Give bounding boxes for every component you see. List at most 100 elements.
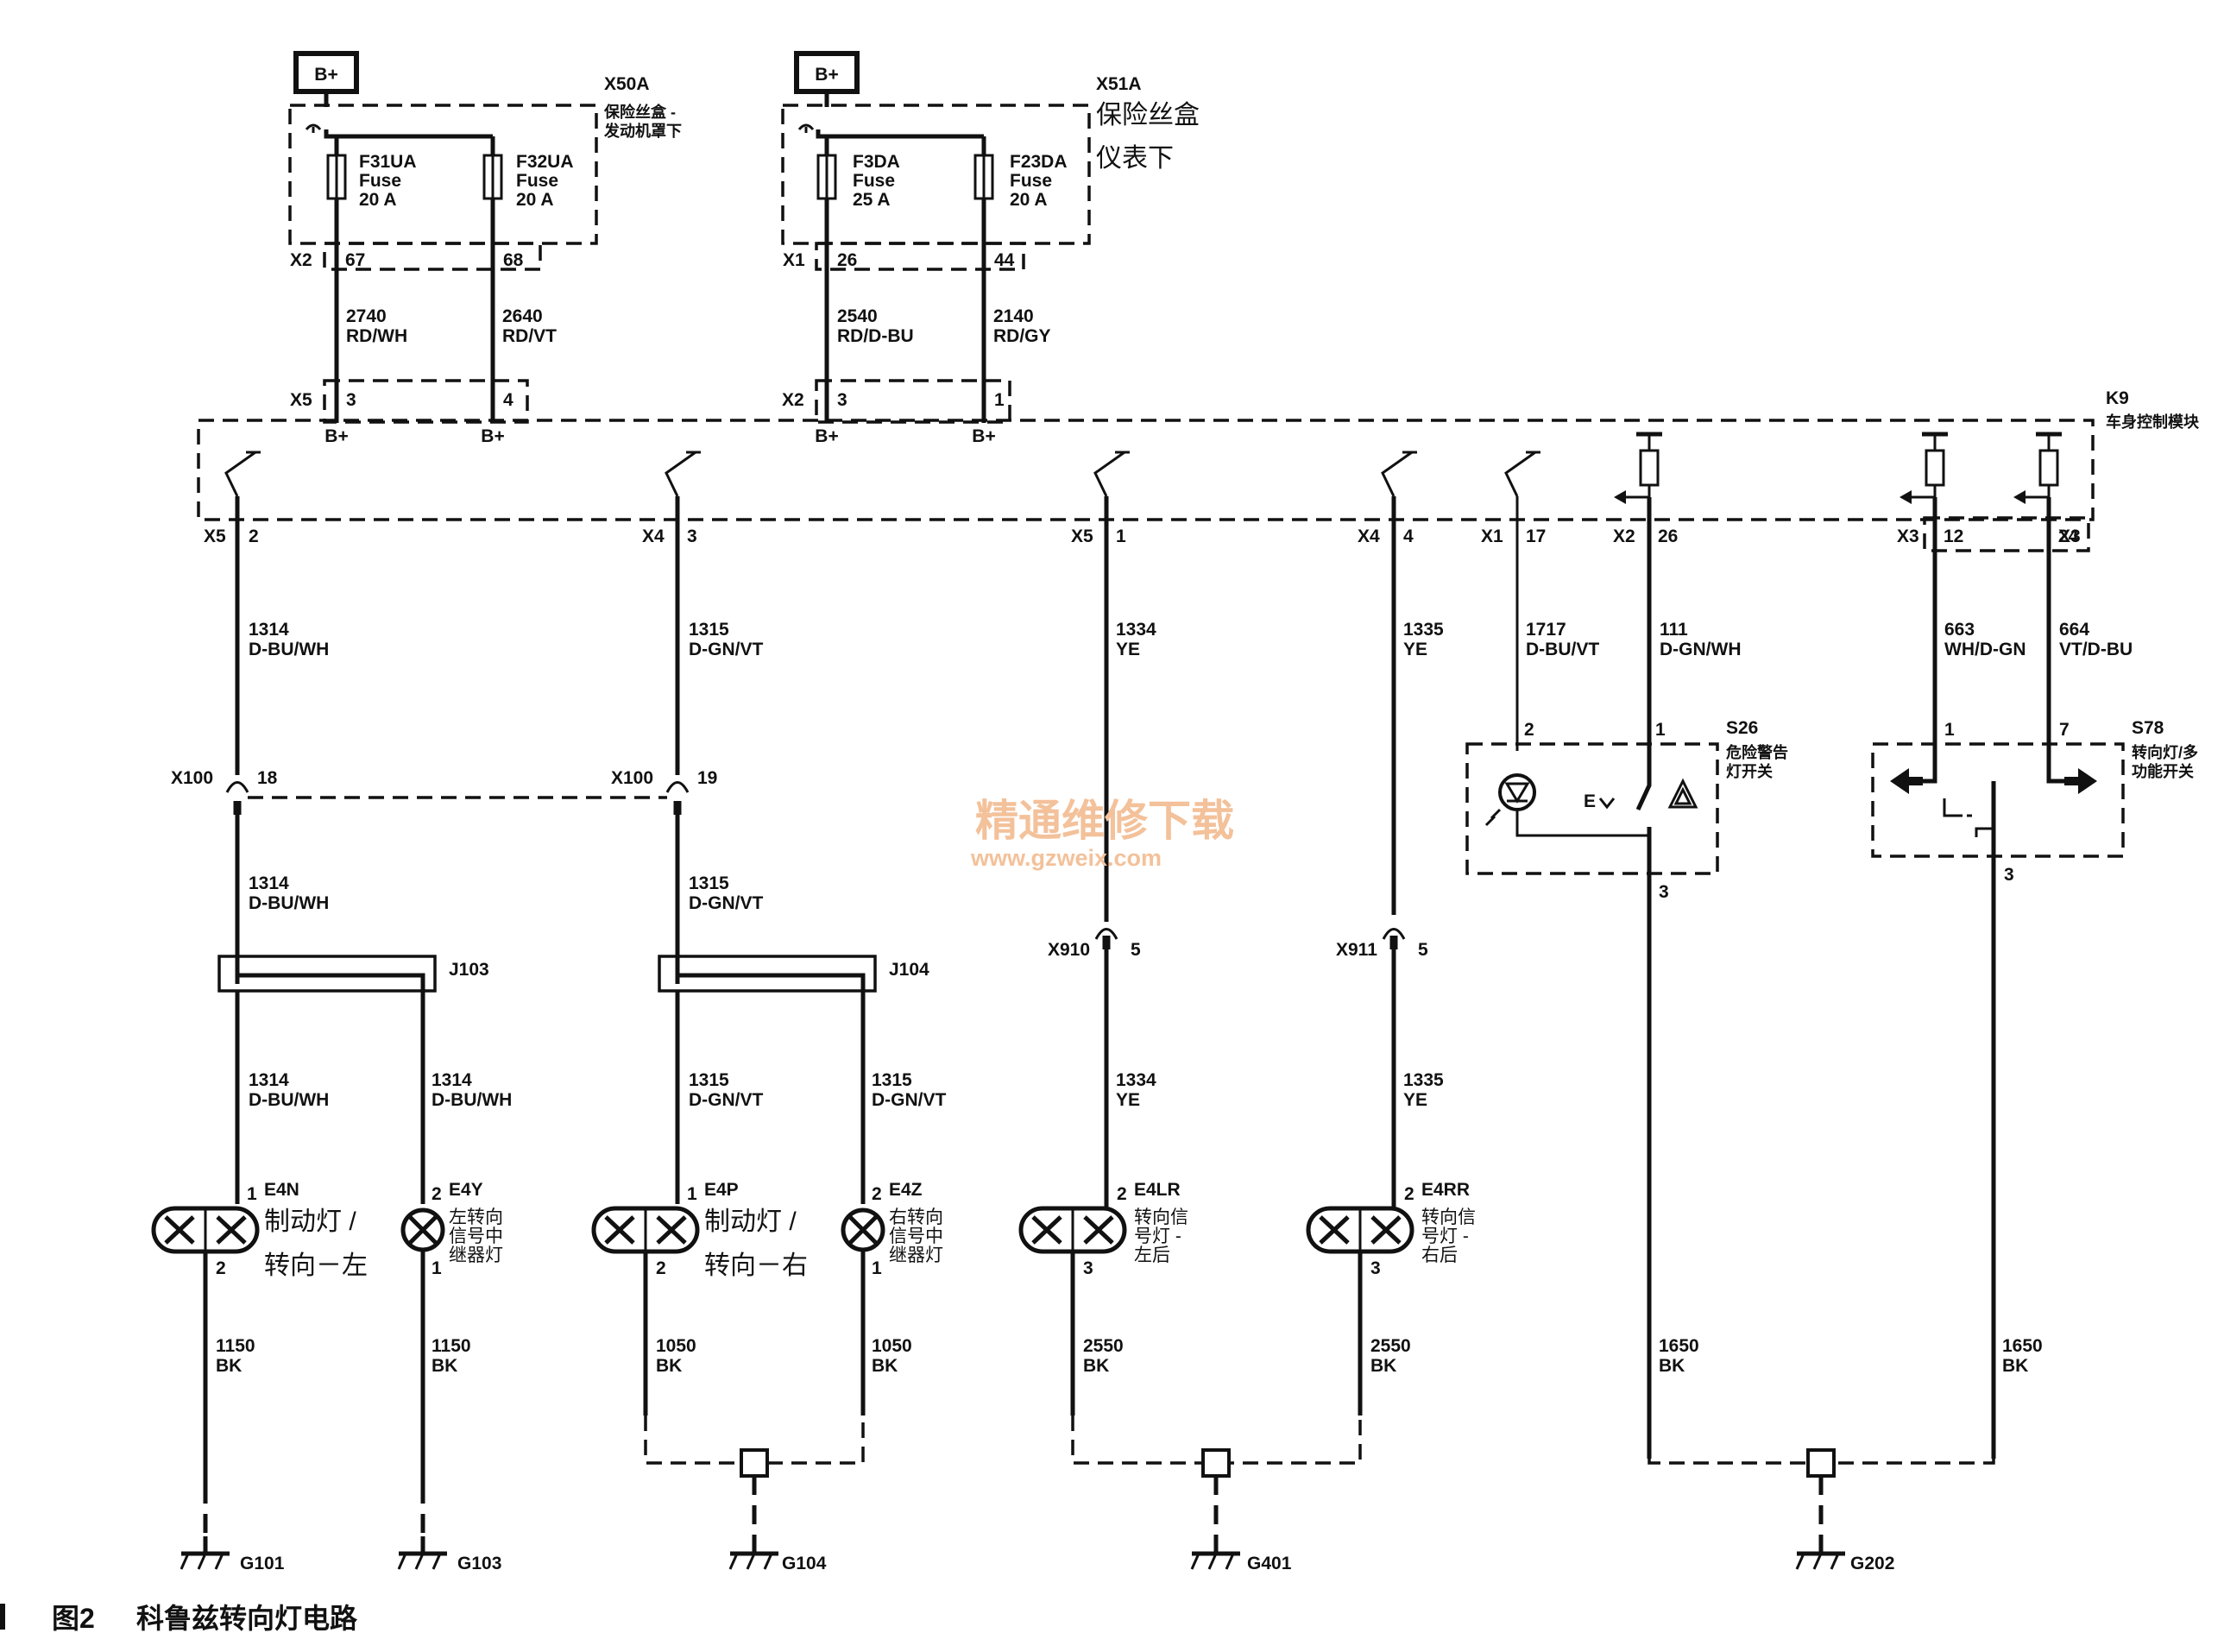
module-supply-label: B+ xyxy=(815,426,838,446)
pin-label: 2 xyxy=(432,1184,442,1204)
ground-label: G401 xyxy=(1247,1554,1292,1573)
pin-label: 2 xyxy=(872,1184,882,1204)
actuator-icon: E xyxy=(1584,791,1596,811)
pin-label: 7 xyxy=(2059,720,2070,740)
wire-number: 1150 xyxy=(216,1336,255,1356)
wire-color: BK xyxy=(216,1356,242,1376)
wire-color: D-BU/VT xyxy=(1526,640,1599,659)
inline-connector-x910: X910 5 xyxy=(1048,915,1141,960)
pin-label: 2 xyxy=(1404,1184,1414,1204)
wire-color: BK xyxy=(1659,1356,1685,1376)
module-name: 车身控制模块 xyxy=(2106,413,2200,431)
fuse-type: Fuse xyxy=(359,171,401,191)
wire-color: BK xyxy=(656,1356,682,1376)
wire-color: D-GN/VT xyxy=(689,640,764,659)
ground-icon xyxy=(728,1536,778,1570)
lamp-id: E4P xyxy=(704,1180,739,1200)
connector-outline xyxy=(815,379,1011,424)
wire-color: D-BU/WH xyxy=(432,1090,512,1110)
ground-label: G202 xyxy=(1850,1554,1894,1573)
caption-bar xyxy=(0,1604,5,1630)
wire-color: WH/D-GN xyxy=(1944,640,2026,659)
fuse-block-desc-1: 保险丝盒 - xyxy=(603,103,676,121)
lamp-name: 号灯 - xyxy=(1421,1226,1469,1246)
wire-color: VT/D-BU xyxy=(2059,640,2133,659)
connector-label: X910 xyxy=(1048,940,1090,960)
wire-number: 1650 xyxy=(1659,1336,1699,1356)
lamp-name: 信号中 xyxy=(889,1226,943,1246)
wire-number: 2740 xyxy=(346,306,387,326)
wire-number: 1315 xyxy=(689,620,729,640)
fuse-type: Fuse xyxy=(853,171,895,191)
fuse-rating: 20 A xyxy=(1010,190,1048,210)
ground-icon xyxy=(1795,1536,1845,1570)
fuse-block-x51a: B+ X51A 保险丝盒 仪表下 F3DA Fuse 25 A F23DA Fu… xyxy=(781,51,1200,424)
fuse-box-outline xyxy=(781,104,1091,245)
wire-color: YE xyxy=(1403,640,1427,659)
lamp-name: 右后 xyxy=(1421,1245,1458,1265)
input-resistor-icon xyxy=(2013,432,2062,504)
pin-label: 3 xyxy=(1083,1258,1093,1278)
pin-label: 3 xyxy=(2004,865,2014,885)
pin-label: 1 xyxy=(432,1258,442,1278)
ground-eyelet-icon xyxy=(1806,1448,1836,1478)
module-switch-icon xyxy=(224,451,256,497)
wire-color: BK xyxy=(432,1356,457,1376)
fuse-type: Fuse xyxy=(516,171,558,191)
figure-title: 科鲁兹转向灯电路 xyxy=(136,1603,358,1634)
wire-number: 1314 xyxy=(249,873,289,893)
switch-name: 功能开关 xyxy=(2132,762,2194,780)
fuse-name: F3DA xyxy=(853,152,900,172)
pin-label: 2 xyxy=(1524,720,1534,740)
lamp-e4z: 2 E4Z 右转向 信号中 继器灯 1 xyxy=(841,1180,943,1278)
wire-number: 1717 xyxy=(1526,620,1566,640)
wire-number: 664 xyxy=(2059,620,2089,640)
wire-number: 1314 xyxy=(249,1070,289,1090)
fuse-block-desc-2: 发动机罩下 xyxy=(603,122,682,140)
pin-label: 2 xyxy=(656,1258,666,1278)
supply-label: B+ xyxy=(815,65,838,85)
fuse-block-x50a: B+ X50A 保险丝盒 - 发动机罩下 F31UA Fuse 20 A F32… xyxy=(288,51,682,424)
switch-id: S78 xyxy=(2132,718,2164,738)
module-switch-icon xyxy=(665,451,696,497)
connector-label: X5 xyxy=(1071,526,1093,546)
lamp-name: 信号中 xyxy=(449,1226,503,1246)
lamp-e4p: 1 E4P 制动灯 / 转向－右 2 xyxy=(591,1180,808,1280)
fuse-type: Fuse xyxy=(1010,171,1052,191)
wire-number: 1314 xyxy=(249,620,289,640)
pin-label: 5 xyxy=(1418,940,1428,960)
wire-number: 1315 xyxy=(689,1070,729,1090)
switch-name: 转向灯/多 xyxy=(2132,743,2198,761)
input-resistor-icon xyxy=(1614,432,1662,504)
wires xyxy=(235,496,2051,915)
ground-icon xyxy=(397,1536,447,1570)
wire-number: 2640 xyxy=(502,306,543,326)
fuse-block-desc-2: 仪表下 xyxy=(1096,144,1174,173)
led-indicator-icon xyxy=(1498,773,1536,811)
switch-name: 危险警告 xyxy=(1725,743,1788,761)
splice-j104: J104 xyxy=(658,955,929,993)
pin-label: 12 xyxy=(1944,526,1963,546)
lamp-name: 继器灯 xyxy=(449,1245,503,1265)
connector-label: X100 xyxy=(171,768,213,788)
watermark-text: 精通维修下载 xyxy=(975,797,1234,845)
fuse-name: F32UA xyxy=(516,152,574,172)
left-arrow-icon xyxy=(1890,768,1923,794)
connector-outline xyxy=(323,242,542,271)
pin-label: 26 xyxy=(1658,526,1678,546)
switch-outline xyxy=(1871,742,2125,858)
pin-label: 1 xyxy=(247,1184,257,1204)
wire-number: 2140 xyxy=(993,306,1034,326)
wire-number: 1335 xyxy=(1403,1070,1444,1090)
lamp-name: 制动灯 / xyxy=(704,1207,797,1236)
wire-color: RD/GY xyxy=(993,326,1051,346)
lamp-name: 右转向 xyxy=(889,1207,943,1227)
pin-label: 24 xyxy=(2058,526,2079,546)
wire-color: D-BU/WH xyxy=(249,1090,329,1110)
module-id: K9 xyxy=(2106,388,2129,408)
wire-color: D-GN/VT xyxy=(689,1090,764,1110)
ground-wires: 1150 BK 1150 BK 1050 BK 1050 BK 2550 BK … xyxy=(203,1250,2043,1485)
input-resistor-icon xyxy=(1900,432,1948,504)
